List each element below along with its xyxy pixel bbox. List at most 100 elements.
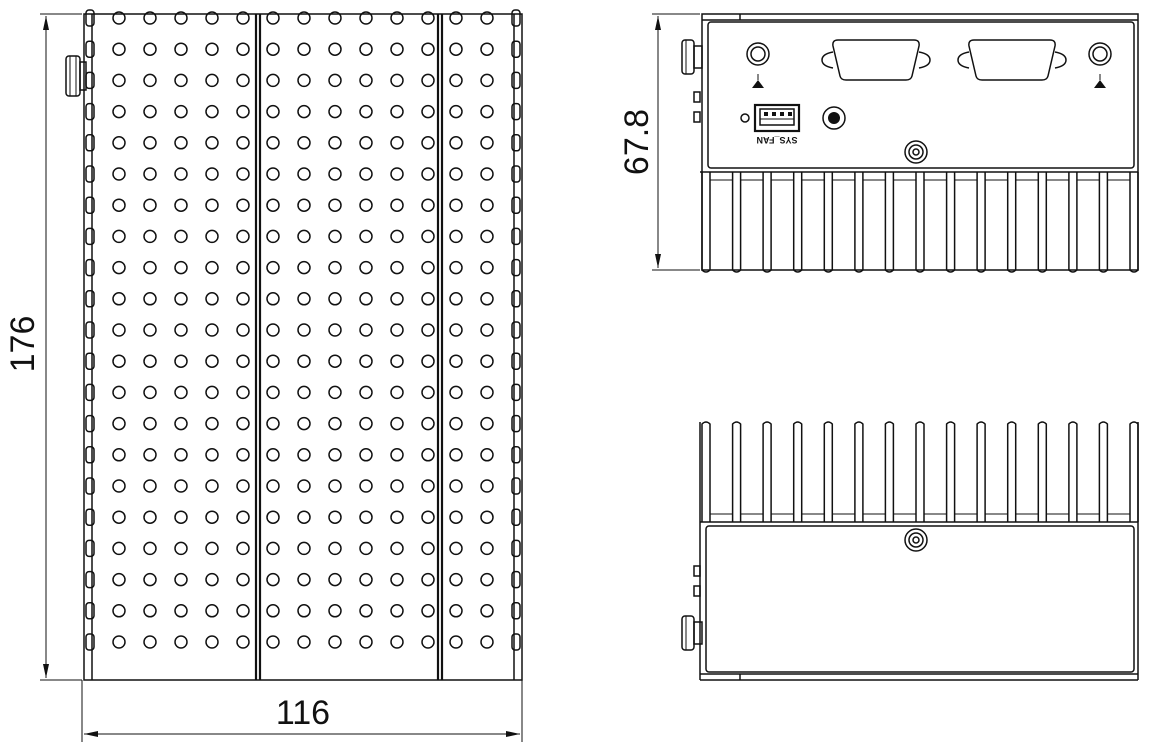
vent-hole (205, 167, 219, 181)
vent-hole (266, 167, 280, 181)
vent-hole (174, 11, 188, 25)
vent-hole (449, 198, 463, 212)
vent-hole (236, 323, 250, 337)
vent-hole (328, 323, 342, 337)
heatsink-fin (1129, 421, 1139, 522)
vent-hole (266, 229, 280, 244)
edge-slot (511, 102, 521, 121)
heatsink-fin (945, 421, 956, 522)
edge-slot (511, 383, 521, 402)
vent-hole (205, 604, 219, 618)
vent-hole (390, 323, 404, 337)
vent-hole (480, 292, 494, 306)
vent-hole (112, 354, 126, 368)
vent-hole (112, 604, 126, 618)
edge-slot (511, 446, 521, 464)
vent-hole (390, 260, 404, 275)
heatsink-fin (1068, 172, 1078, 273)
heatsink-fin (792, 172, 803, 273)
vent-hole (266, 136, 280, 150)
edge-slot (511, 196, 521, 214)
vent-hole (112, 167, 126, 181)
vent-hole (421, 292, 435, 306)
edge-slot (511, 134, 521, 152)
vent-hole (390, 73, 404, 88)
vent-hole (236, 479, 250, 493)
vent-hole (449, 11, 463, 25)
heatsink-fin (731, 421, 742, 522)
vent-hole (236, 292, 250, 306)
vent-hole (297, 323, 311, 337)
left-edge-slots (85, 9, 95, 651)
front-outline (701, 13, 1139, 271)
edge-slot (85, 383, 95, 402)
top-view-outline (83, 13, 523, 681)
edge-slot (511, 633, 521, 651)
vent-hole (112, 11, 126, 25)
vent-hole (143, 479, 157, 493)
vent-hole (390, 416, 404, 431)
heatsink-fin (915, 172, 925, 273)
vent-hole (174, 604, 188, 618)
vent-hole (328, 104, 342, 119)
vent-hole (236, 354, 250, 368)
vent-hole (236, 635, 250, 649)
vent-hole (174, 510, 188, 524)
heatsink-fin (1037, 421, 1048, 522)
vent-hole (359, 167, 373, 181)
vent-hole (328, 292, 342, 306)
vent-hole (297, 354, 311, 368)
front-antenna-stub-icon (681, 39, 703, 123)
vent-hole (236, 136, 250, 150)
vent-hole (143, 42, 157, 56)
vent-hole (359, 73, 373, 88)
vent-hole (421, 260, 435, 275)
vent-hole (359, 292, 373, 306)
vent-hole (112, 42, 126, 56)
vent-hole (328, 229, 342, 244)
vent-hole (480, 198, 494, 212)
vent-hole (236, 448, 250, 462)
vent-hole (359, 448, 373, 462)
vent-hole (174, 198, 188, 212)
antenna-jack-right-icon (1088, 42, 1112, 88)
vent-hole (236, 11, 250, 25)
vent-hole (480, 385, 494, 400)
heatsink-fin (823, 172, 834, 273)
vent-hole (359, 604, 373, 618)
heatsink-fin (762, 172, 772, 273)
edge-slot (85, 477, 95, 495)
edge-slot (511, 602, 521, 620)
vent-hole (205, 541, 219, 556)
vent-hole (328, 11, 342, 25)
vent-hole (143, 448, 157, 462)
vent-hole (359, 323, 373, 337)
vent-hole (205, 572, 219, 587)
vent-hole (236, 198, 250, 212)
depth-dimension: 67.8 (618, 13, 700, 271)
vent-hole (205, 416, 219, 431)
vent-hole (359, 510, 373, 524)
vent-hole (297, 448, 311, 462)
vent-hole (112, 136, 126, 150)
heatsink-fins-rear (700, 421, 1139, 523)
vent-hole (421, 541, 435, 556)
vent-hole (390, 136, 404, 150)
edge-slot (511, 414, 521, 433)
vent-hole (359, 385, 373, 400)
vent-hole (205, 448, 219, 462)
edge-slot (511, 570, 521, 589)
vent-hole (112, 479, 126, 493)
vent-hole (143, 416, 157, 431)
vent-hole (449, 541, 463, 556)
vent-hole (236, 260, 250, 275)
vent-hole (480, 572, 494, 587)
vent-hole (359, 198, 373, 212)
edge-slot (511, 290, 521, 308)
vent-hole (297, 572, 311, 587)
vent-hole (205, 323, 219, 337)
vent-hole (143, 198, 157, 212)
heatsink-fin (945, 172, 956, 273)
vent-hole (297, 167, 311, 181)
right-edge-slots (511, 9, 521, 651)
